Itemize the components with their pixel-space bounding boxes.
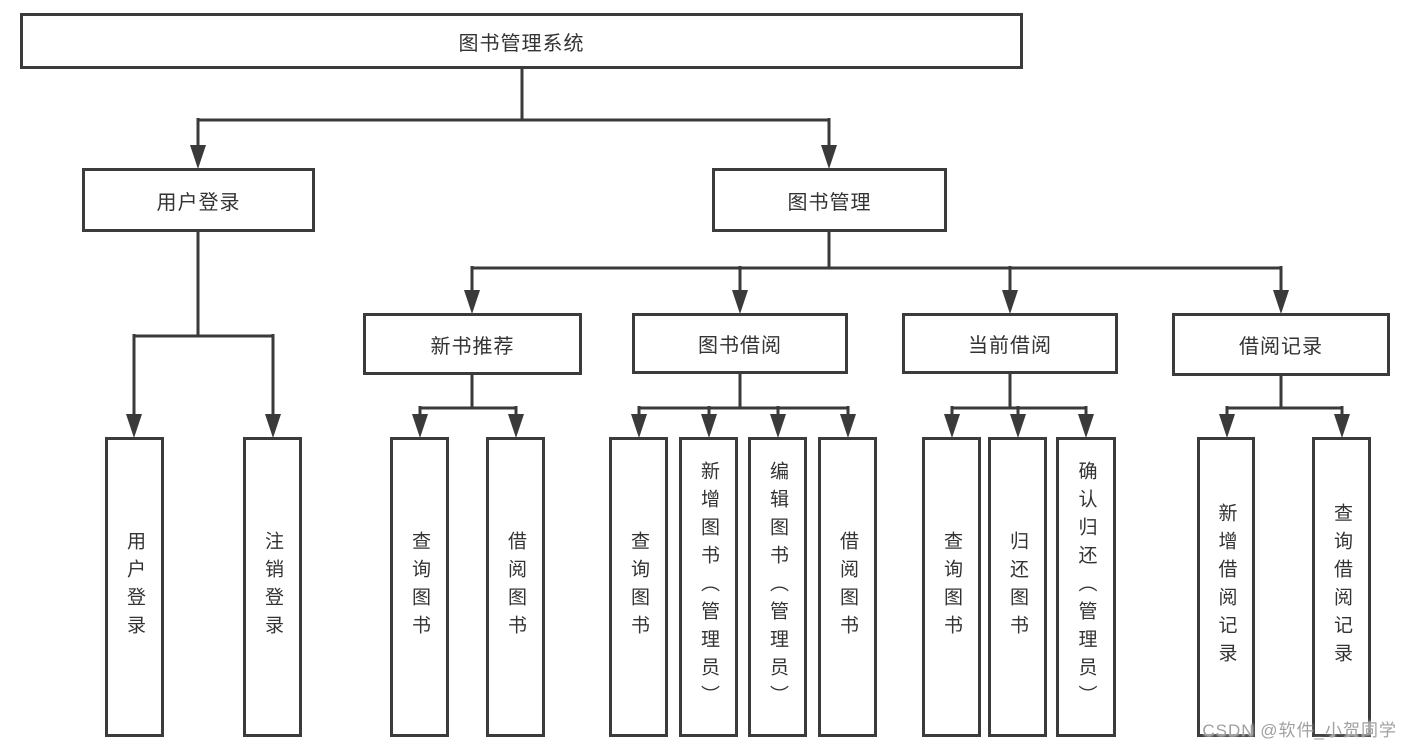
node-leaf-nb-borrow-books: 借阅图书 (486, 437, 545, 737)
node-leaf-bb-add-books-admin: 新增图书（管理员） (679, 437, 738, 737)
node-leaf-user-login: 用户登录 (105, 437, 164, 737)
node-leaf-bb-borrow-books: 借阅图书 (818, 437, 877, 737)
connector-new-book-children (412, 374, 524, 438)
node-leaf-cb-return-books: 归还图书 (988, 437, 1047, 737)
node-user-login-branch: 用户登录 (82, 168, 315, 232)
node-book-borrowing: 图书借阅 (632, 313, 848, 374)
node-borrowing-records: 借阅记录 (1172, 313, 1390, 376)
connector-book-management-children (464, 231, 1289, 314)
connector-current-borrowing-children (944, 372, 1094, 438)
node-book-management-branch: 图书管理 (712, 168, 947, 232)
connector-root-to-branches (190, 68, 837, 169)
node-leaf-br-query-record: 查询借阅记录 (1312, 437, 1371, 737)
node-leaf-cb-query-books: 查询图书 (922, 437, 981, 737)
node-leaf-cb-confirm-return-admin: 确认归还（管理员） (1056, 437, 1116, 737)
node-leaf-bb-edit-books-admin: 编辑图书（管理员） (748, 437, 807, 737)
node-leaf-logout: 注销登录 (243, 437, 302, 737)
node-root-system: 图书管理系统 (20, 13, 1023, 69)
connector-user-login-children (126, 231, 281, 438)
node-leaf-nb-query-books: 查询图书 (390, 437, 449, 737)
node-new-book-recommend: 新书推荐 (363, 313, 582, 375)
node-leaf-br-add-record: 新增借阅记录 (1197, 437, 1255, 737)
connector-book-borrowing-children (631, 372, 856, 438)
watermark: CSDN @软件_小贺同学 (1202, 721, 1397, 740)
node-current-borrowing: 当前借阅 (902, 313, 1118, 374)
node-leaf-bb-query-books: 查询图书 (609, 437, 668, 737)
connector-borrowing-records-children (1219, 374, 1350, 438)
